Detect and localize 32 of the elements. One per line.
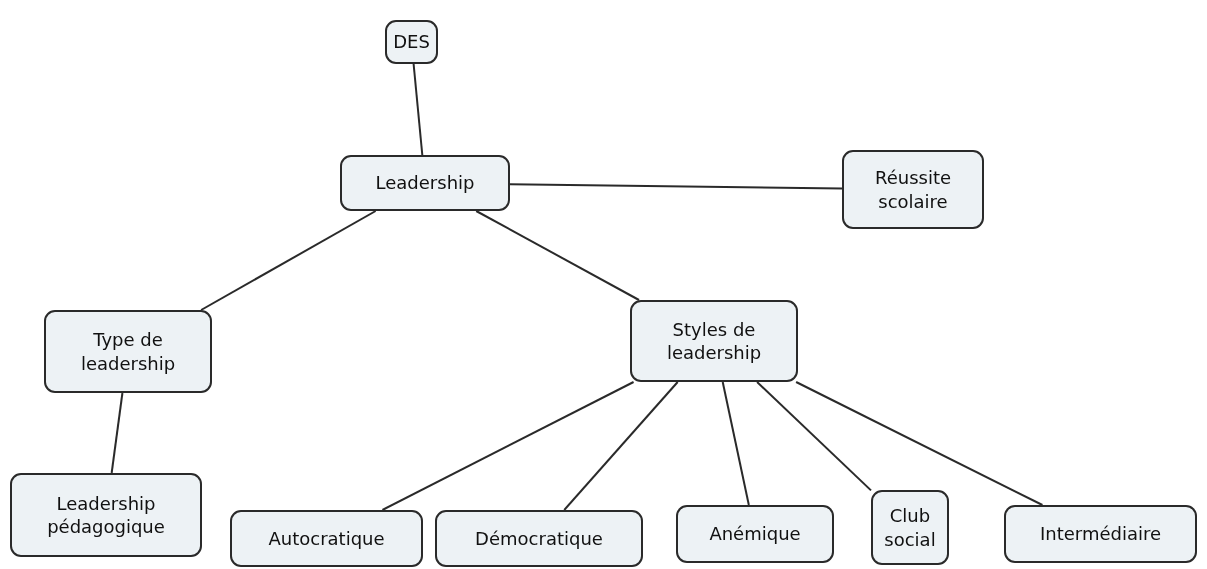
concept-box — [230, 510, 423, 567]
concept-box — [871, 490, 949, 565]
concept-box — [385, 20, 438, 64]
concept-label: Anémique — [709, 522, 801, 546]
concept-label: Leadership pédagogique — [46, 491, 166, 539]
connector-line — [721, 381, 750, 506]
concept-box — [10, 473, 202, 557]
concept-label: Intermédiaire — [1039, 522, 1162, 546]
connector-line — [756, 381, 872, 492]
concept-label: Club social — [883, 504, 937, 551]
concept-label: Type de leadership — [79, 328, 177, 375]
concept-label: Réussite scolaire — [873, 166, 953, 213]
connector-line — [563, 381, 679, 511]
connector-line — [200, 210, 377, 311]
connector-line — [412, 63, 424, 156]
connector-line — [381, 381, 635, 511]
concept-label: Démocratique — [475, 526, 603, 551]
connector-line — [795, 381, 1044, 506]
connector-line — [475, 210, 640, 301]
concept-box — [1004, 505, 1197, 563]
concept-label: DES — [393, 30, 430, 54]
concept-box — [676, 505, 834, 563]
concept-box — [435, 510, 643, 567]
concept-label: Styles de leadership — [665, 317, 763, 365]
concept-label: Autocratique — [268, 526, 385, 551]
concept-box — [842, 150, 984, 229]
connector-line — [509, 183, 843, 190]
concept-label: Leadership — [375, 171, 475, 195]
concept-box — [44, 310, 212, 393]
concept-box — [630, 300, 798, 382]
concept-box — [340, 155, 510, 211]
connector-line — [110, 392, 124, 474]
